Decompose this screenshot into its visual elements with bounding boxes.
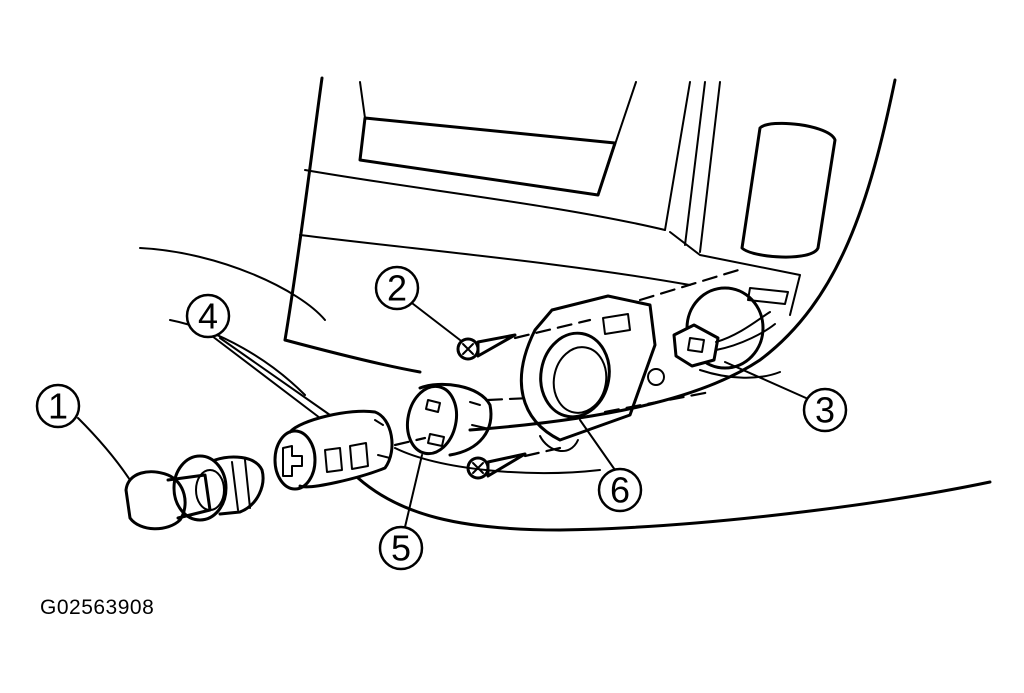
lighter-element xyxy=(124,454,265,531)
callout-2: 2 xyxy=(374,265,420,311)
alignment-lines xyxy=(393,266,747,458)
callout-4-label: 4 xyxy=(198,296,218,337)
callout-5-label: 5 xyxy=(391,528,411,569)
callout-4: 4 xyxy=(185,293,231,339)
callout-3-label: 3 xyxy=(815,390,835,431)
leader-lines xyxy=(77,299,807,528)
lighter-retainer-ring xyxy=(405,382,493,457)
console-trim xyxy=(139,247,992,532)
callout-6: 6 xyxy=(597,467,643,513)
screw-upper xyxy=(456,333,517,361)
dashboard-panel xyxy=(283,76,897,432)
callout-2-label: 2 xyxy=(387,268,407,309)
callout-3: 3 xyxy=(802,387,848,433)
callout-1-label: 1 xyxy=(48,386,68,427)
callout-5: 5 xyxy=(378,525,424,571)
callout-6-label: 6 xyxy=(610,470,630,511)
screw-lower xyxy=(466,452,527,480)
lighter-socket xyxy=(273,409,394,491)
figure-code: G02563908 xyxy=(40,596,155,619)
lighter-bezel xyxy=(519,294,665,452)
callout-1: 1 xyxy=(35,383,81,429)
lighter-connector xyxy=(672,286,776,370)
